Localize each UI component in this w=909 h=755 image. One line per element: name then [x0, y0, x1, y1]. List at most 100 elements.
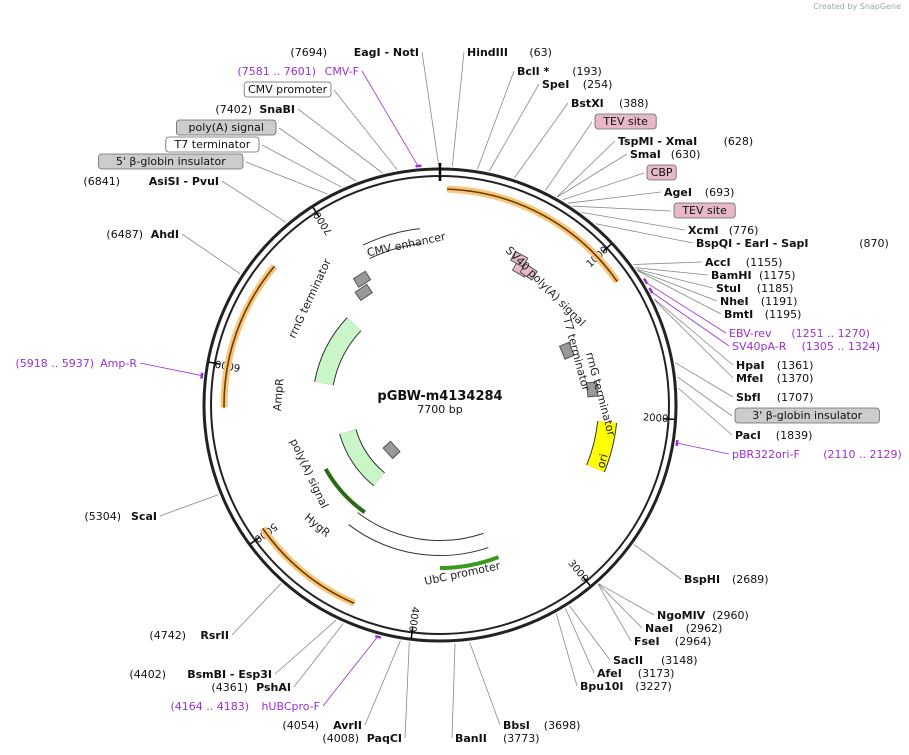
site-right-2-pos: (254): [583, 78, 613, 91]
ebv-rev-mark: [642, 277, 649, 285]
site-right-0: HindIII(63): [467, 46, 552, 59]
site-left-14-leader: [322, 635, 379, 707]
site-left-2: CMV promoter: [243, 81, 332, 98]
site-right-24: pBR322ori-F(2110 .. 2129): [732, 448, 902, 461]
site-left-7-pos: (6841): [83, 175, 120, 188]
site-left-2-name: CMV promoter: [248, 83, 328, 96]
site-left-4: poly(A) signal: [175, 119, 277, 136]
site-right-5-leader: [556, 140, 616, 197]
site-right-21-name: SbfI: [736, 391, 761, 404]
site-right-18-pos: (1305 .. 1324): [802, 340, 881, 353]
site-right-20-leader: [654, 300, 734, 379]
site-right-26-leader: [598, 583, 655, 616]
site-right-14-leader: [636, 268, 714, 289]
site-right-14-name: StuI: [716, 282, 741, 295]
site-left-13-name: PshAI: [256, 681, 291, 694]
site-right-9: TEV site: [673, 202, 736, 219]
site-right-10-name: XcmI: [688, 224, 719, 237]
site-left-15-name: AvrII: [333, 719, 362, 732]
rrng-terminator-left-label: rrnG terminator: [286, 256, 334, 340]
site-right-14-pos: (1185): [757, 282, 794, 295]
site-right-3-name: BstXI: [571, 97, 604, 110]
site-right-4: TEV site: [594, 113, 657, 130]
tev-box-2: [519, 263, 538, 281]
tick-label-4000: 4000: [406, 606, 420, 633]
snapgene-credit: Created by SnapGene: [813, 2, 901, 11]
site-left-6-leader: [245, 161, 328, 195]
site-left-4-name: poly(A) signal: [188, 121, 263, 134]
cmv-f-mark: [415, 164, 422, 168]
site-left-0-name: EagI - NotI: [354, 46, 419, 59]
site-right-29: SacII(3148): [613, 654, 698, 667]
tick-label-2000: 2000: [643, 412, 669, 425]
site-left-7: AsiSI - PvuI (6841): [83, 175, 219, 188]
ubc-promoter-arrow: [348, 512, 489, 555]
site-right-33-pos: (3773): [503, 732, 540, 745]
orf-inner-hygr: [323, 467, 366, 514]
site-left-0-pos: (7694): [290, 46, 327, 59]
site-right-11-pos: (870): [859, 237, 889, 250]
site-right-19-leader: [653, 298, 734, 366]
site-right-26-pos: (2960): [712, 609, 749, 622]
site-left-4-leader: [278, 127, 357, 182]
site-left-7-name: AsiSI - PvuI: [149, 175, 219, 188]
site-right-28: FseI(2964): [634, 635, 711, 648]
tick-label-7000: 7000: [312, 209, 335, 236]
tev-box-1: [510, 250, 529, 268]
site-right-24-leader: [675, 442, 730, 455]
site-left-5-leader: [261, 144, 342, 188]
site-left-16-name: PaqCI: [367, 732, 402, 745]
site-left-12-leader: [274, 619, 337, 675]
site-right-8-name: AgeI: [664, 186, 692, 199]
site-right-20: MfeI(1370): [736, 372, 813, 385]
orf-upper-right-line: [447, 188, 618, 283]
site-right-7: CBP: [646, 164, 677, 181]
site-right-29-name: SacII: [613, 654, 643, 667]
site-right-20-name: MfeI: [736, 372, 763, 385]
site-right-32-name: BbsI: [503, 719, 530, 732]
site-left-13-leader: [293, 623, 344, 688]
amp-r-mark: [200, 372, 204, 379]
site-right-25-leader: [633, 544, 682, 580]
site-right-6-pos: (630): [671, 148, 701, 161]
site-right-30-leader: [565, 608, 595, 674]
site-right-4-box: [594, 113, 657, 130]
site-right-26-name: NgoMIV: [657, 609, 706, 622]
sv40pa-r-mark: [648, 287, 654, 294]
site-left-16-pos: (4008): [322, 732, 359, 745]
site-left-10-name: ScaI: [131, 510, 157, 523]
site-left-16: PaqCI (4008): [322, 732, 402, 745]
site-right-30-name: AfeI: [597, 667, 622, 680]
site-left-14: hUBCpro-F(4164 .. 4183): [170, 700, 320, 713]
site-left-12-name: BsmBI - Esp3I: [187, 668, 272, 681]
site-right-1-name: BclI *: [517, 65, 550, 78]
site-left-3-pos: (7402): [215, 103, 252, 116]
label-leader-lines: [139, 51, 734, 739]
site-right-15-pos: (1191): [761, 295, 798, 308]
site-right-16-name: BmtI: [724, 308, 753, 321]
ori-arrow: [587, 420, 617, 472]
site-right-5-pos: (628): [724, 135, 754, 148]
hubcpro-f-mark: [374, 634, 382, 639]
site-right-18-name: SV40pA-R: [732, 340, 787, 353]
site-left-12: BsmBI - Esp3I(4402): [129, 668, 272, 681]
site-right-33: BanII(3773): [455, 732, 540, 745]
pbr322ori-f-mark: [675, 439, 679, 447]
orf-left-line: [223, 265, 276, 408]
site-right-31: Bpu10I(3227): [580, 680, 672, 693]
tick-1000: [602, 243, 612, 253]
site-left-10-leader: [159, 494, 219, 517]
site-right-1-leader: [477, 70, 515, 170]
site-right-13: BamHI(1175): [711, 269, 796, 282]
t7-term-left-box: [352, 270, 372, 288]
site-right-31-leader: [555, 613, 578, 687]
site-right-16: BmtI(1195): [724, 308, 801, 321]
polya-hygr-label: poly(A) signal: [287, 437, 331, 511]
site-left-6-name: 5' β-globin insulator: [116, 155, 226, 168]
site-left-9-leader: [139, 362, 203, 377]
site-right-11-leader: [595, 223, 694, 244]
site-left-11: RsrII(4742): [149, 629, 229, 642]
orf-left-halo: [220, 263, 278, 408]
site-right-12-name: AccI: [705, 256, 731, 269]
